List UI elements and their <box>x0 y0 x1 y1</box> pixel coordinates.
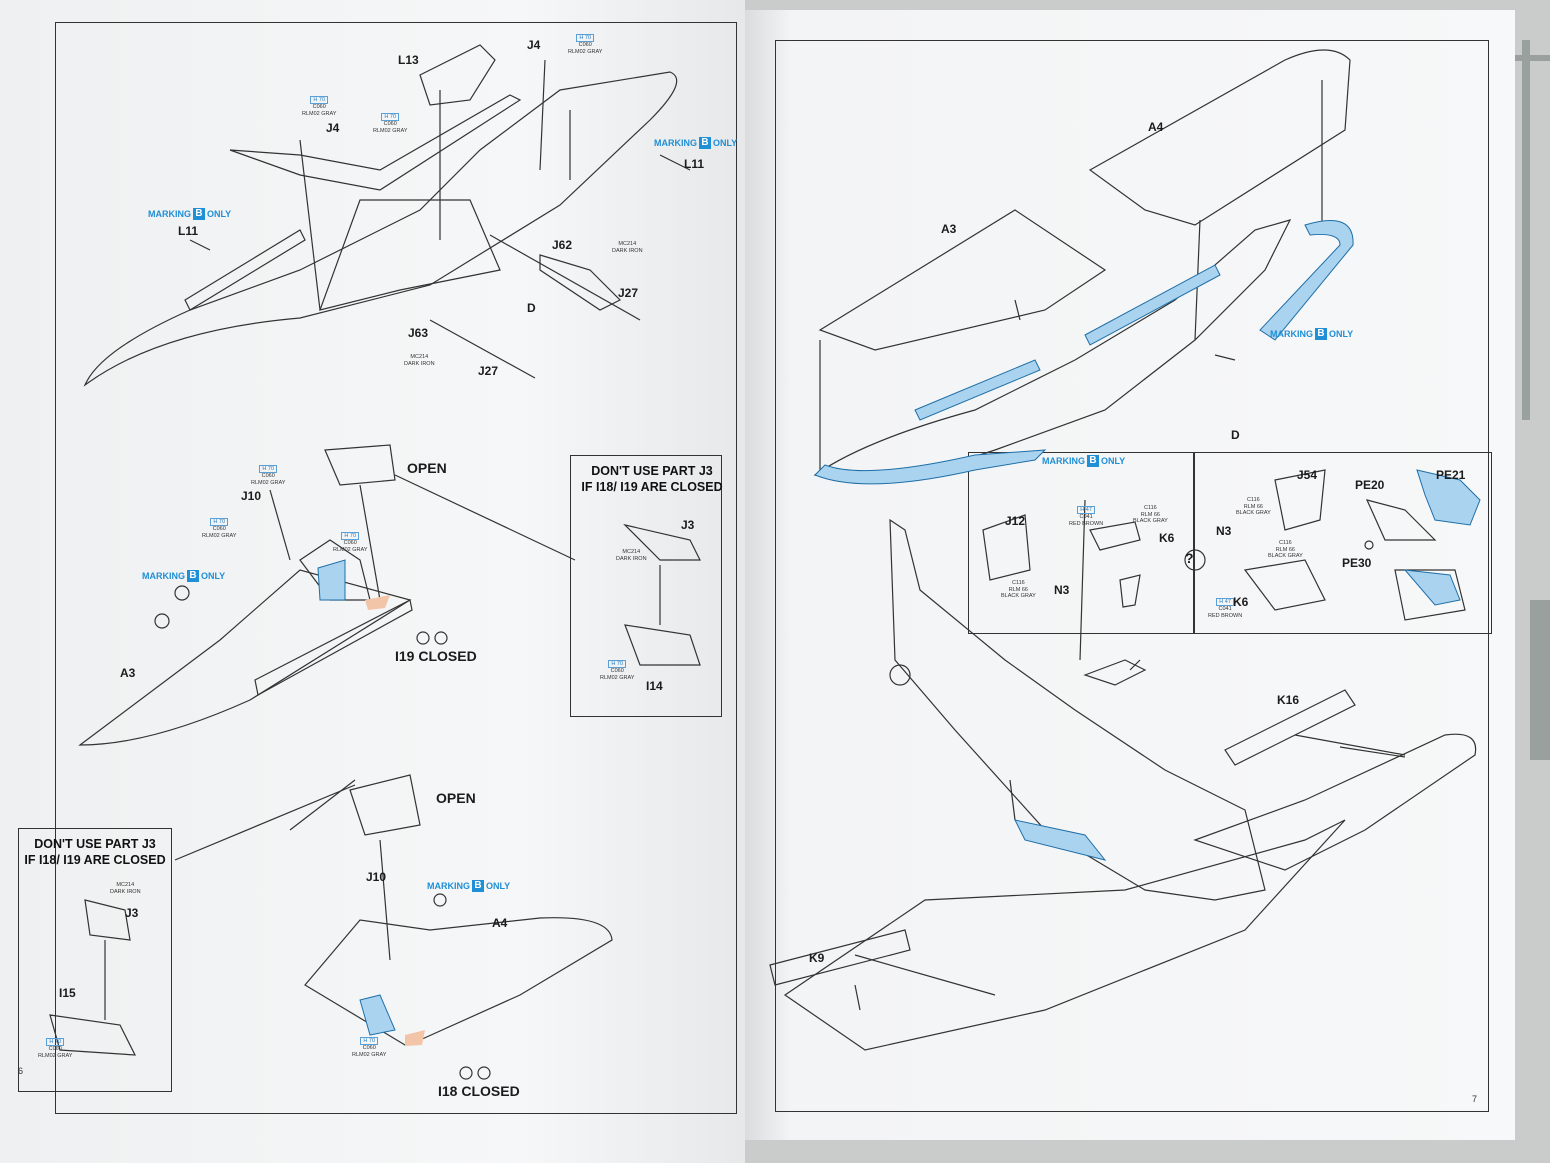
part-label-j3: J3 <box>125 906 139 920</box>
part-label-a4: A4 <box>1148 120 1164 134</box>
sprue-frame <box>1505 55 1550 61</box>
part-label-i15: I15 <box>59 986 76 1000</box>
left-page-drawings <box>49 44 701 1080</box>
left-page: L13 J4 J4 L11 L11 J62 J27 D J63 J27 OPEN… <box>0 0 745 1163</box>
open-label: OPEN <box>436 790 476 806</box>
part-label-pe21: PE21 <box>1436 468 1466 482</box>
left-inset-box-bottom <box>18 828 172 1092</box>
part-label-k9: K9 <box>809 951 825 965</box>
right-inset-box <box>968 452 1492 634</box>
right-page: A4 A3 D J12 N3 K6 J54 N3 PE21 PE20 PE30 … <box>745 10 1515 1140</box>
part-label-j12: J12 <box>1005 514 1026 528</box>
part-label-j10: J10 <box>241 489 262 503</box>
fuselage-drawing <box>83 71 678 387</box>
right-page-frame <box>775 40 1489 1112</box>
sprue-frame <box>1530 600 1550 760</box>
k16-flap-drawing <box>1224 689 1356 766</box>
a4-wing-drawing <box>1088 49 1351 226</box>
part-label-j63: J63 <box>408 326 429 340</box>
part-label-a4: A4 <box>492 916 508 930</box>
part-label-j3: J3 <box>681 518 695 532</box>
part-label-j4: J4 <box>527 38 541 52</box>
part-label-d: D <box>1231 428 1240 442</box>
right-page-drawings <box>769 49 1481 1051</box>
part-label-j27: J27 <box>478 364 499 378</box>
right-inset-divider <box>1193 452 1195 634</box>
a3-wing-drawing <box>78 569 412 746</box>
part-label-j10: J10 <box>366 870 387 884</box>
part-label-pe30: PE30 <box>1342 556 1372 570</box>
part-label-k16: K16 <box>1277 693 1300 707</box>
open-label: OPEN <box>407 460 447 476</box>
part-label-i14: I14 <box>646 679 663 693</box>
page-number: 6 <box>18 1066 24 1076</box>
aircraft-drawing <box>889 518 1266 901</box>
part-label-j27: J27 <box>618 286 639 300</box>
part-label-k6: K6 <box>1233 595 1249 609</box>
a4-wing-drawing <box>304 917 613 1046</box>
part-label-j4: J4 <box>326 121 340 135</box>
part-label-a3: A3 <box>941 222 957 236</box>
part-label-l11: L11 <box>684 157 705 171</box>
part-label-j62: J62 <box>552 238 573 252</box>
wing-drawing <box>229 94 522 191</box>
i19-closed-label: I19 CLOSED <box>395 648 477 664</box>
part-label-n3: N3 <box>1054 583 1070 597</box>
part-label-l11: L11 <box>178 224 199 238</box>
left-page-frame <box>55 22 737 1114</box>
part-label-n3: N3 <box>1216 524 1232 538</box>
part-label-a3: A3 <box>120 666 136 680</box>
part-label-k6: K6 <box>1159 531 1175 545</box>
k9-flap-drawing <box>769 929 911 986</box>
question-icon: ? <box>1185 550 1194 566</box>
a3-wing-drawing <box>818 209 1107 351</box>
part-label-j54: J54 <box>1297 468 1318 482</box>
fuselage-drawing <box>813 219 1292 480</box>
left-inset-box-mid <box>570 455 722 717</box>
i18-closed-label: I18 CLOSED <box>438 1083 520 1099</box>
part-label-pe20: PE20 <box>1355 478 1385 492</box>
sprue-frame <box>1522 40 1530 420</box>
page-number: 7 <box>1472 1094 1478 1104</box>
part-label-d: D <box>527 301 536 315</box>
part-label-l13: L13 <box>398 53 419 67</box>
